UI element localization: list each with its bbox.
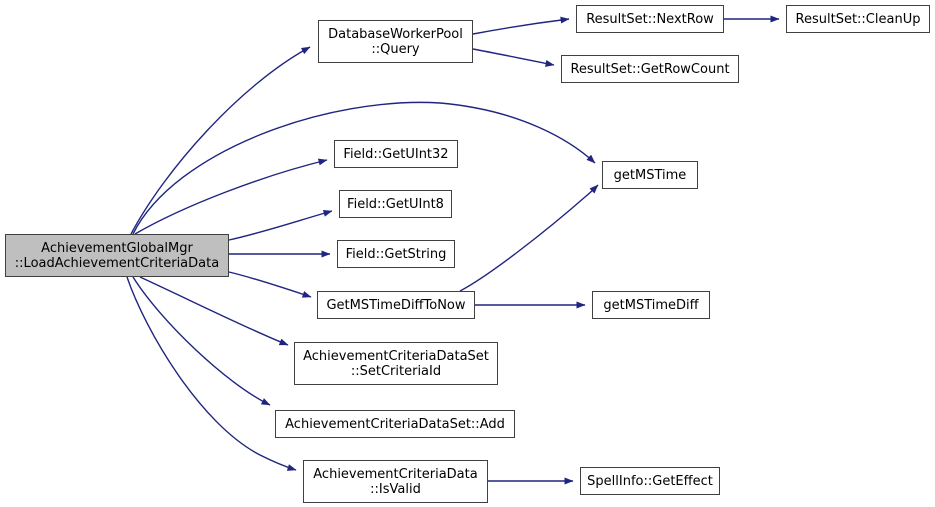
graph-node-acds_setcriteriaid[interactable]: AchievementCriteriaDataSet ::SetCriteria… <box>294 342 498 385</box>
graph-node-label: AchievementGlobalMgr ::LoadAchievementCr… <box>14 240 220 271</box>
graph-node-acds_add[interactable]: AchievementCriteriaDataSet::Add <box>275 410 515 438</box>
edge-root-to-acd_isvalid <box>126 276 297 471</box>
graph-node-getmstimediff[interactable]: getMSTimeDiff <box>592 291 710 319</box>
graph-node-label: AchievementCriteriaDataSet ::SetCriteria… <box>303 348 489 379</box>
graph-node-field_getuint8[interactable]: Field::GetUInt8 <box>339 190 452 218</box>
graph-node-label: ResultSet::GetRowCount <box>570 61 730 77</box>
edge-dbworkerpool_query-to-resultset_nextrow <box>472 16 570 35</box>
edge-root-to-field_getuint8 <box>228 209 333 241</box>
graph-node-field_getstring[interactable]: Field::GetString <box>337 240 455 268</box>
edge-root-to-acds_setcriteriaid <box>139 276 289 346</box>
graph-node-label: AchievementCriteriaData ::IsValid <box>313 466 478 497</box>
graph-node-label: getMSTime <box>613 167 687 183</box>
graph-node-resultset_nextrow[interactable]: ResultSet::NextRow <box>576 5 724 33</box>
graph-node-getmstime[interactable]: getMSTime <box>602 161 698 189</box>
graph-node-label: ResultSet::NextRow <box>586 11 714 27</box>
graph-node-label: SpellInfo::GetEffect <box>587 473 713 489</box>
graph-node-label: Field::GetUInt8 <box>347 196 444 212</box>
edge-root-to-dbworkerpool_query <box>130 46 311 235</box>
graph-node-resultset_cleanup[interactable]: ResultSet::CleanUp <box>786 5 930 33</box>
graph-node-label: AchievementCriteriaDataSet::Add <box>285 416 505 432</box>
graph-node-label: DatabaseWorkerPool ::Query <box>328 26 463 57</box>
graph-node-label: Field::GetString <box>345 246 447 262</box>
graph-node-dbworkerpool_query[interactable]: DatabaseWorkerPool ::Query <box>318 20 473 63</box>
edge-root-to-getmstimedifftonow <box>228 271 312 298</box>
graph-node-resultset_getrowcount[interactable]: ResultSet::GetRowCount <box>561 55 739 83</box>
graph-node-root[interactable]: AchievementGlobalMgr ::LoadAchievementCr… <box>5 234 229 277</box>
graph-node-spellinfo_geteffect[interactable]: SpellInfo::GetEffect <box>580 467 720 495</box>
graph-node-label: ResultSet::CleanUp <box>795 11 921 27</box>
graph-node-label: GetMSTimeDiffToNow <box>326 297 466 313</box>
edge-root-to-acds_add <box>132 276 271 406</box>
edge-getmstimedifftonow-to-getmstime <box>459 184 599 292</box>
graph-node-label: getMSTimeDiff <box>603 297 699 313</box>
graph-node-acd_isvalid[interactable]: AchievementCriteriaData ::IsValid <box>303 460 488 503</box>
graph-node-getmstimedifftonow[interactable]: GetMSTimeDiffToNow <box>317 291 475 319</box>
edge-dbworkerpool_query-to-resultset_getrowcount <box>472 48 555 67</box>
graph-node-label: Field::GetUInt32 <box>343 146 449 162</box>
graph-node-field_getuint32[interactable]: Field::GetUInt32 <box>334 140 458 168</box>
edge-root-to-field_getuint32 <box>134 158 328 235</box>
